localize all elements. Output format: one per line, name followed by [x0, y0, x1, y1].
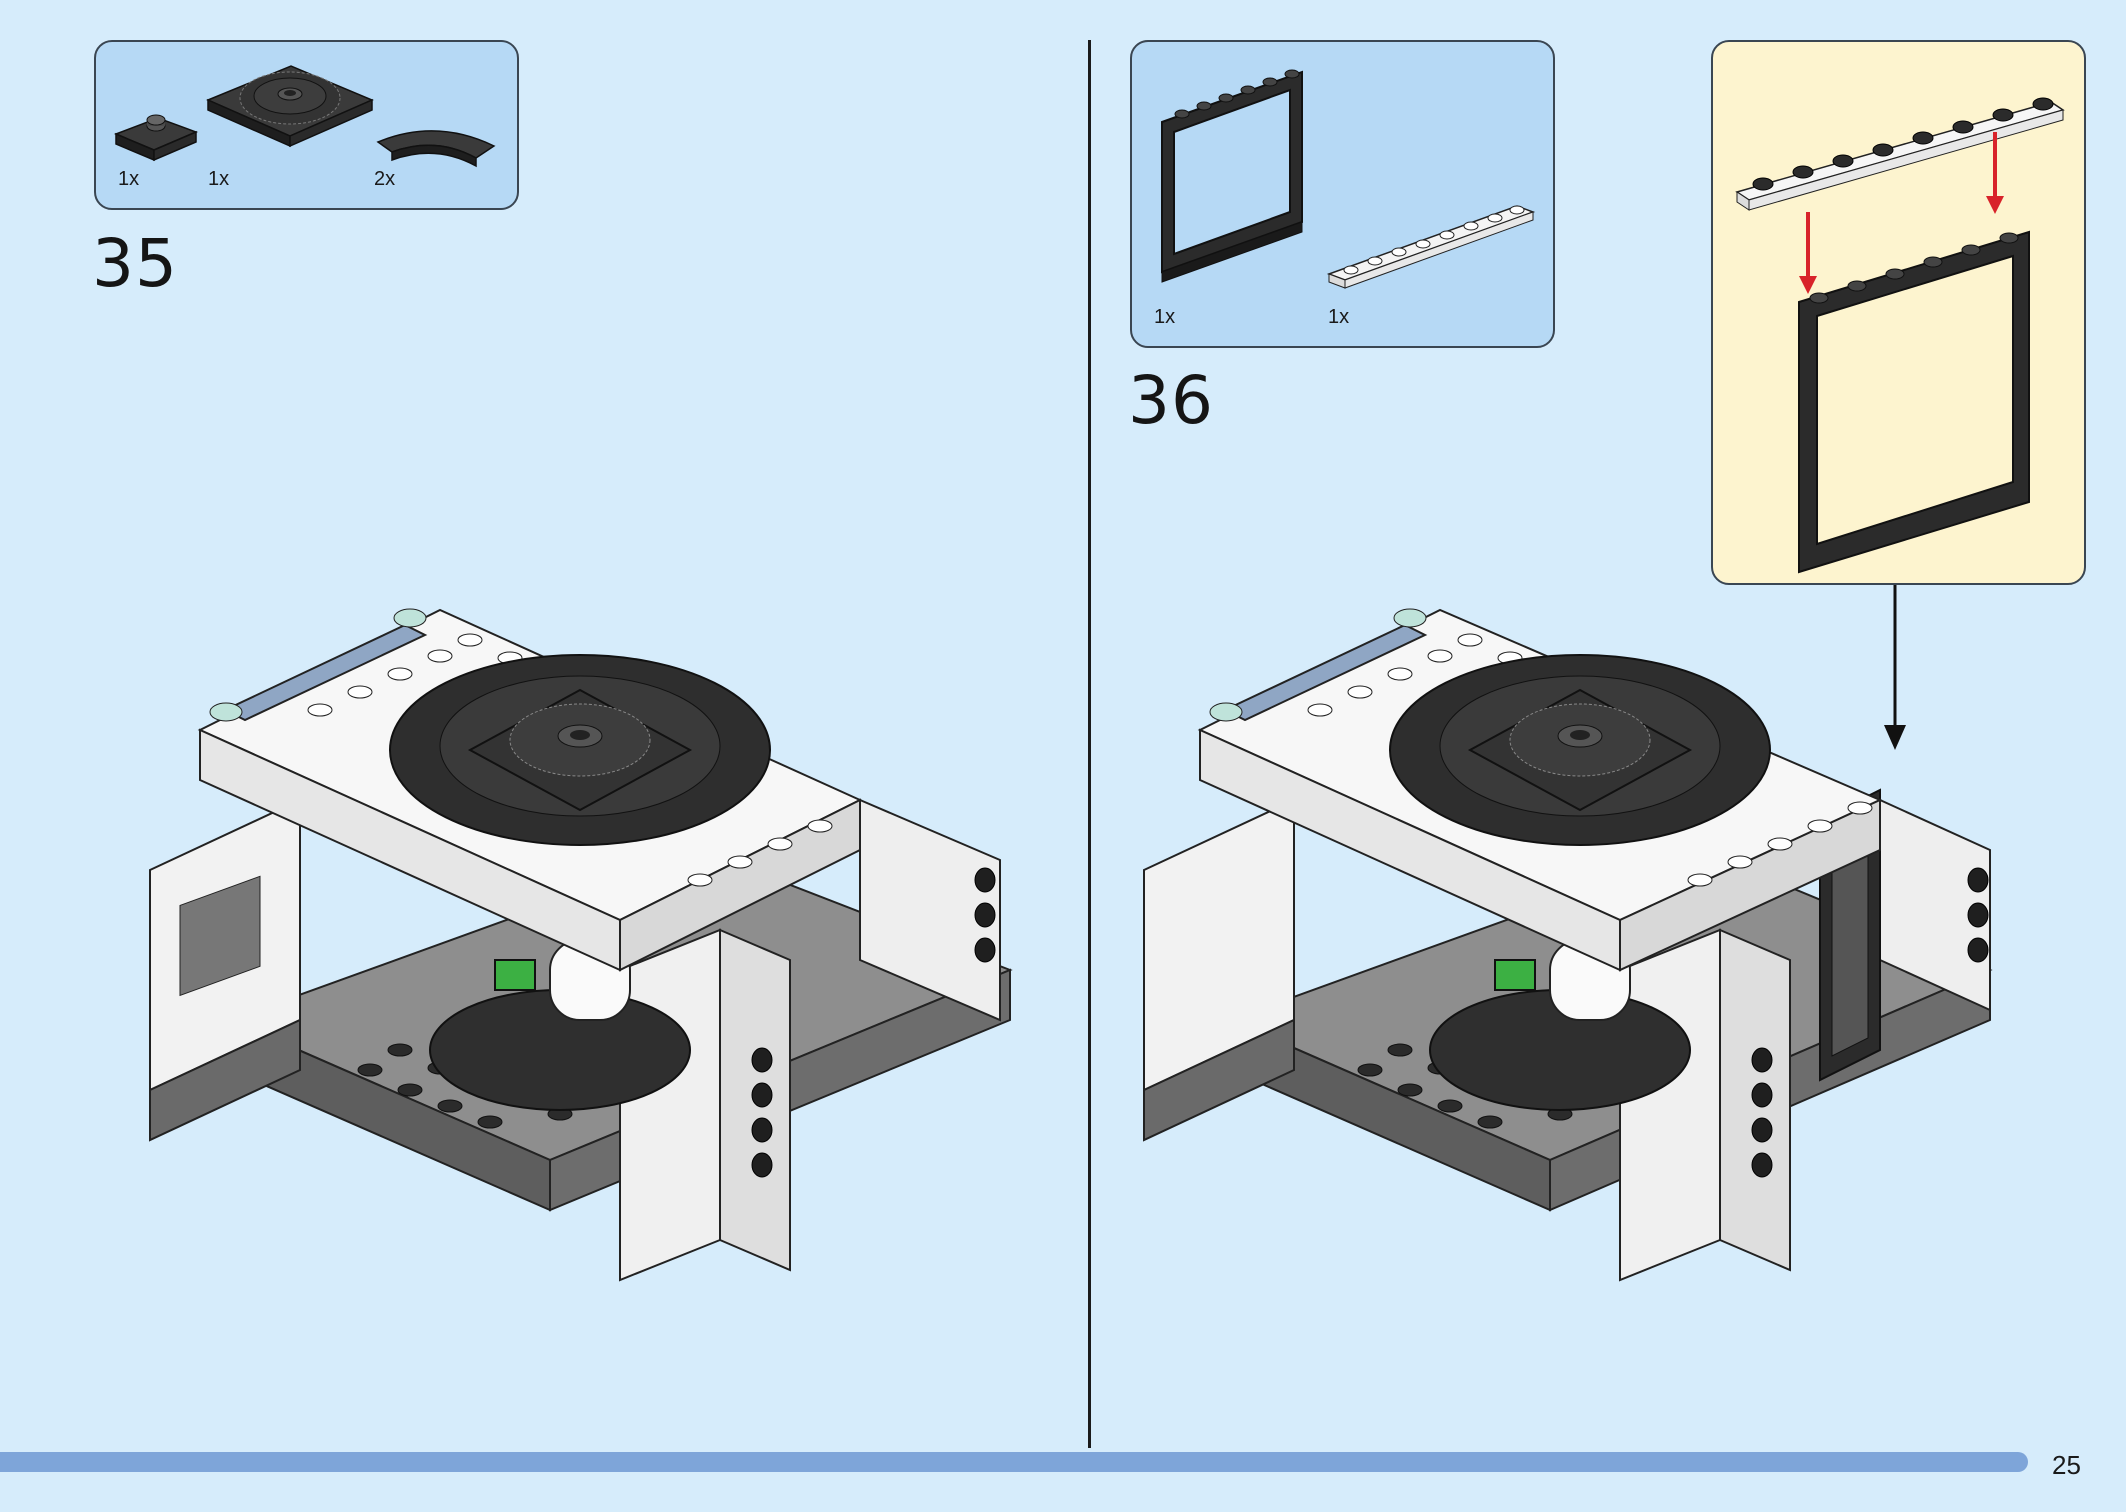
- turntable-icon: [206, 65, 374, 148]
- callout-arrow-icon: [1884, 585, 1906, 750]
- part-qty: 1x: [1154, 306, 1176, 328]
- progress-bar: [0, 1452, 2028, 1472]
- step-35-model: [149, 608, 1013, 1282]
- step-number: 36: [1128, 362, 1214, 439]
- sub-assembly-callout: [1711, 40, 2086, 585]
- sub-assembly-frame-plate: [1735, 97, 2065, 574]
- step-36-model: [1143, 608, 1993, 1282]
- plate-1x8-icon: [1326, 205, 1536, 289]
- part-qty: 1x: [208, 168, 230, 190]
- wall-studs: [751, 867, 996, 1178]
- page-divider: [1088, 40, 1091, 1448]
- plate-2x2-icon: [113, 114, 199, 162]
- step-35-parts-box: 1x 1x 2x: [94, 40, 519, 210]
- step-number: 35: [92, 225, 178, 302]
- frame-icon: [1161, 69, 1303, 283]
- page-number: 25: [2052, 1450, 2081, 1480]
- curved-tile-icon: [376, 130, 496, 168]
- part-qty: 2x: [374, 168, 396, 190]
- step-36-parts-box: 1x 1x: [1130, 40, 1555, 348]
- part-qty: 1x: [118, 168, 140, 190]
- part-qty: 1x: [1328, 306, 1350, 328]
